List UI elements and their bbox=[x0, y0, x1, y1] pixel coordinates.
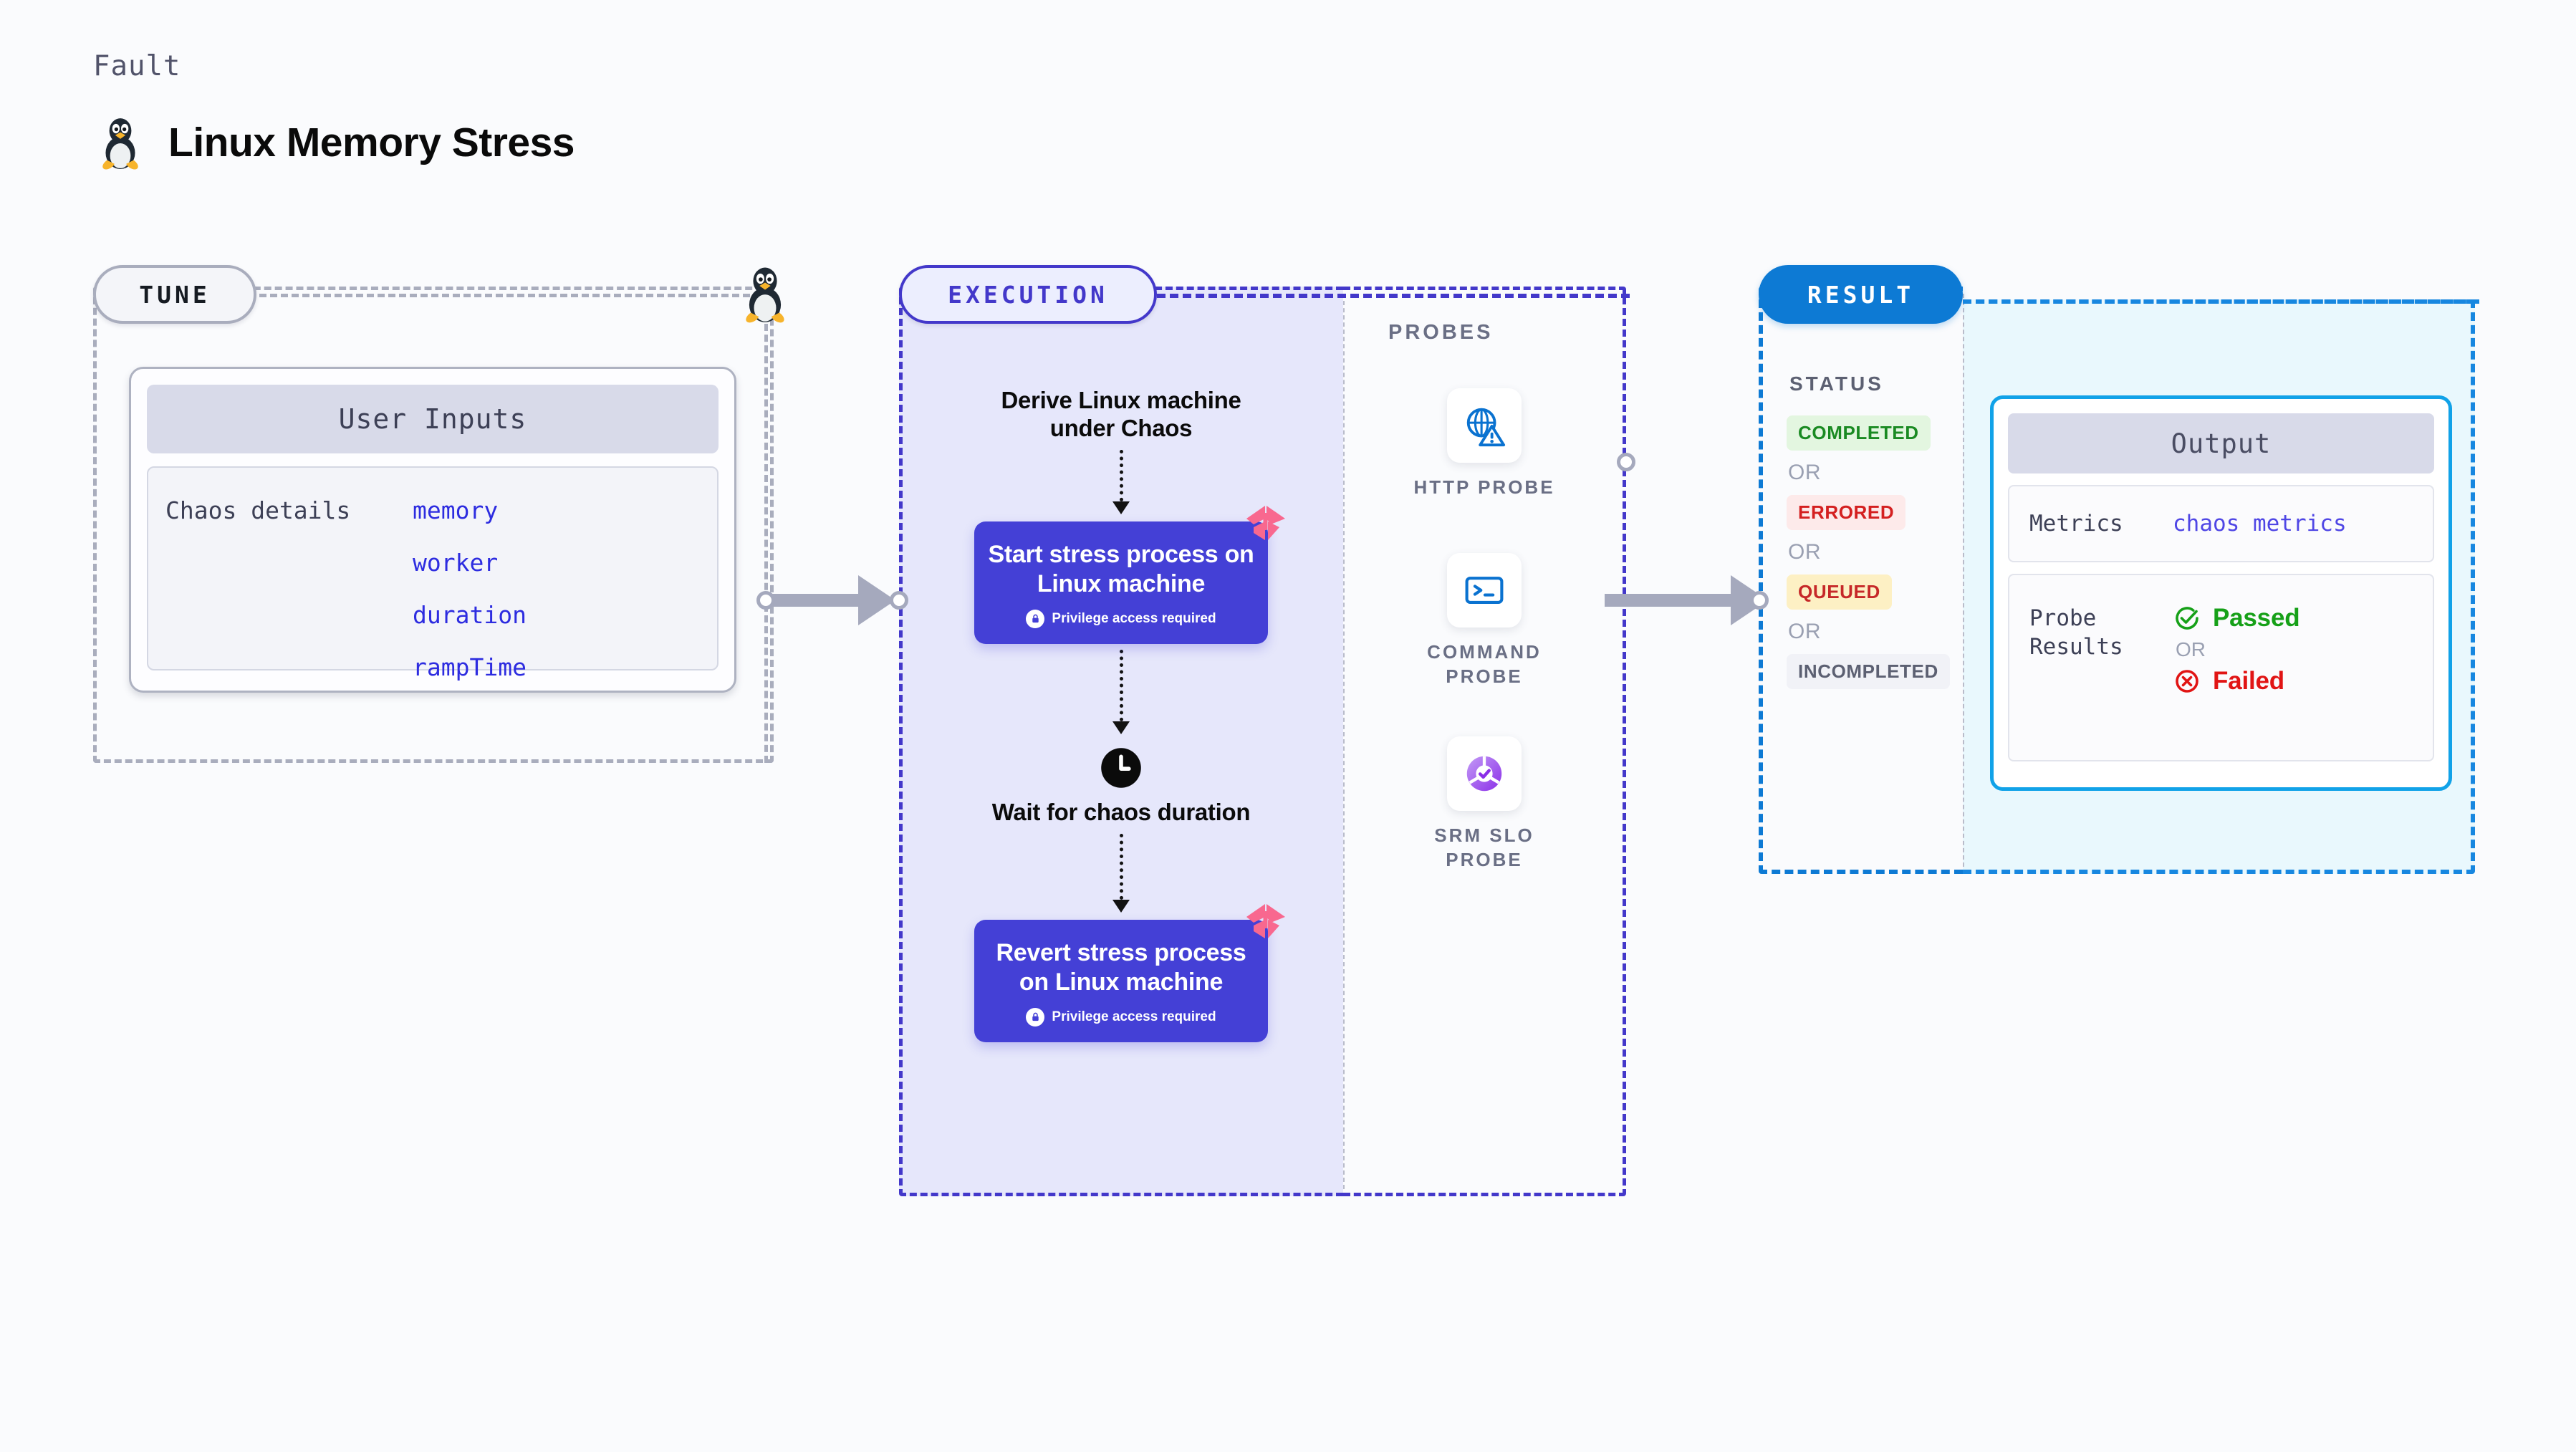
execution-step-wait: Wait for chaos duration bbox=[991, 798, 1251, 825]
globe-warning-icon bbox=[1466, 408, 1506, 447]
action-note-row: Privilege access required bbox=[987, 1007, 1255, 1027]
tune-to-execution-arrow bbox=[770, 575, 895, 625]
probe-tile bbox=[1447, 388, 1522, 463]
probe-name: HTTP PROBE bbox=[1413, 476, 1555, 498]
execution-panel bbox=[899, 287, 1343, 1196]
action-note-row: Privilege access required bbox=[987, 609, 1255, 628]
tune-right-dashed-connector bbox=[764, 324, 768, 763]
output-title: Output bbox=[2008, 413, 2434, 473]
probe-tile bbox=[1447, 553, 1522, 628]
harness-logo-icon bbox=[1246, 903, 1285, 938]
failed-label: Failed bbox=[2213, 667, 2284, 695]
lock-icon bbox=[1026, 609, 1045, 628]
input-param-duration[interactable]: duration bbox=[413, 601, 527, 629]
user-inputs-title: User Inputs bbox=[147, 385, 719, 453]
flow-connector bbox=[1119, 649, 1123, 721]
probes-label: PROBES bbox=[1388, 321, 1494, 344]
x-circle-icon bbox=[2176, 670, 2198, 693]
input-param-ramptime[interactable]: rampTime bbox=[413, 653, 527, 681]
tune-top-dashed-connector bbox=[259, 294, 750, 297]
execution-probes-divider bbox=[1343, 294, 1345, 1189]
or-separator: OR bbox=[1788, 620, 1821, 643]
chaos-details-label: Chaos details bbox=[165, 496, 351, 524]
execution-flow-column: Derive Linux machine under Chaos Start s… bbox=[974, 387, 1285, 1042]
execution-action-revert[interactable]: Revert stress process on Linux machine P… bbox=[974, 903, 1285, 1042]
status-badge-completed: COMPLETED bbox=[1787, 415, 1931, 451]
status-list: COMPLETED OR ERRORED OR QUEUED OR INCOMP… bbox=[1787, 415, 1951, 689]
probe-name: SRM SLO PROBE bbox=[1434, 824, 1534, 870]
output-metrics-row: Metrics chaos metrics bbox=[2008, 485, 2434, 562]
probe-result-failed: Failed bbox=[2173, 667, 2299, 696]
slo-donut-check-icon bbox=[1466, 756, 1502, 792]
execution-to-result-arrow bbox=[1605, 575, 1769, 625]
lock-icon bbox=[1026, 1007, 1045, 1027]
user-inputs-card: User Inputs Chaos details memory worker … bbox=[129, 367, 736, 693]
probe-item-http[interactable]: HTTP PROBE bbox=[1413, 388, 1556, 500]
flow-connector bbox=[1119, 833, 1123, 900]
page-kicker: Fault bbox=[93, 50, 181, 82]
result-top-dashed-connector bbox=[1963, 299, 2479, 304]
probe-name: COMMAND PROBE bbox=[1427, 641, 1542, 687]
metrics-label: Metrics bbox=[2029, 510, 2123, 537]
execution-step-derive: Derive Linux machine under Chaos bbox=[1001, 387, 1241, 441]
action-label: Start stress process on Linux machine bbox=[988, 540, 1254, 598]
probe-tile bbox=[1447, 736, 1522, 811]
flow-connector bbox=[1119, 449, 1123, 501]
chaos-details-values: memory worker duration rampTime bbox=[413, 496, 527, 681]
harness-logo-icon bbox=[1246, 505, 1285, 540]
status-badge-errored: ERRORED bbox=[1787, 495, 1906, 530]
probe-results-values: Passed OR Failed bbox=[2173, 604, 2300, 760]
output-probe-results-row: Probe Results Passed OR Failed bbox=[2008, 574, 2434, 761]
result-inner-divider bbox=[1963, 294, 1964, 867]
probes-node bbox=[1617, 453, 1635, 471]
tune-section-pill[interactable]: TUNE bbox=[93, 265, 256, 324]
check-circle-icon bbox=[2176, 607, 2198, 630]
clock-icon bbox=[1101, 748, 1141, 788]
or-separator: OR bbox=[1788, 461, 1821, 484]
status-badge-queued: QUEUED bbox=[1787, 574, 1892, 610]
metrics-link[interactable]: chaos metrics bbox=[2173, 511, 2347, 537]
execution-top-dashed-connector bbox=[1157, 294, 1630, 298]
execution-section-pill[interactable]: EXECUTION bbox=[899, 265, 1157, 324]
terminal-icon bbox=[1465, 577, 1504, 604]
status-label: STATUS bbox=[1789, 372, 1884, 395]
action-note-text: Privilege access required bbox=[1052, 610, 1216, 626]
result-input-node bbox=[1750, 591, 1769, 610]
page-title-row: Linux Memory Stress bbox=[97, 115, 575, 170]
page-title: Linux Memory Stress bbox=[168, 120, 575, 165]
status-badge-incompleted: INCOMPLETED bbox=[1787, 654, 1950, 689]
input-param-worker[interactable]: worker bbox=[413, 549, 499, 577]
action-label: Revert stress process on Linux machine bbox=[996, 938, 1246, 996]
execution-input-node bbox=[890, 591, 908, 610]
passed-label: Passed bbox=[2213, 604, 2300, 632]
user-inputs-body: Chaos details memory worker duration ram… bbox=[147, 466, 719, 681]
tune-output-node bbox=[756, 591, 775, 610]
probe-result-passed: Passed bbox=[2173, 604, 2300, 633]
flow-arrowhead-icon bbox=[1112, 721, 1130, 734]
result-section-pill[interactable]: RESULT bbox=[1759, 265, 1963, 324]
action-note-text: Privilege access required bbox=[1052, 1009, 1216, 1024]
flow-arrowhead-icon bbox=[1112, 501, 1130, 514]
output-card: Output Metrics chaos metrics Probe Resul… bbox=[1990, 395, 2452, 791]
flow-arrowhead-icon bbox=[1112, 899, 1130, 913]
probe-item-command[interactable]: COMMAND PROBE bbox=[1413, 553, 1556, 689]
probe-results-label: Probe Results bbox=[2029, 605, 2123, 660]
execution-action-start[interactable]: Start stress process on Linux machine Pr… bbox=[974, 505, 1285, 644]
linux-tux-icon bbox=[102, 118, 138, 170]
or-separator: OR bbox=[2176, 638, 2206, 660]
probe-item-srm-slo[interactable]: SRM SLO PROBE bbox=[1413, 736, 1556, 872]
or-separator: OR bbox=[1788, 540, 1821, 564]
linux-tux-icon bbox=[746, 267, 784, 323]
tune-panel bbox=[93, 287, 774, 763]
input-param-memory[interactable]: memory bbox=[413, 496, 499, 524]
